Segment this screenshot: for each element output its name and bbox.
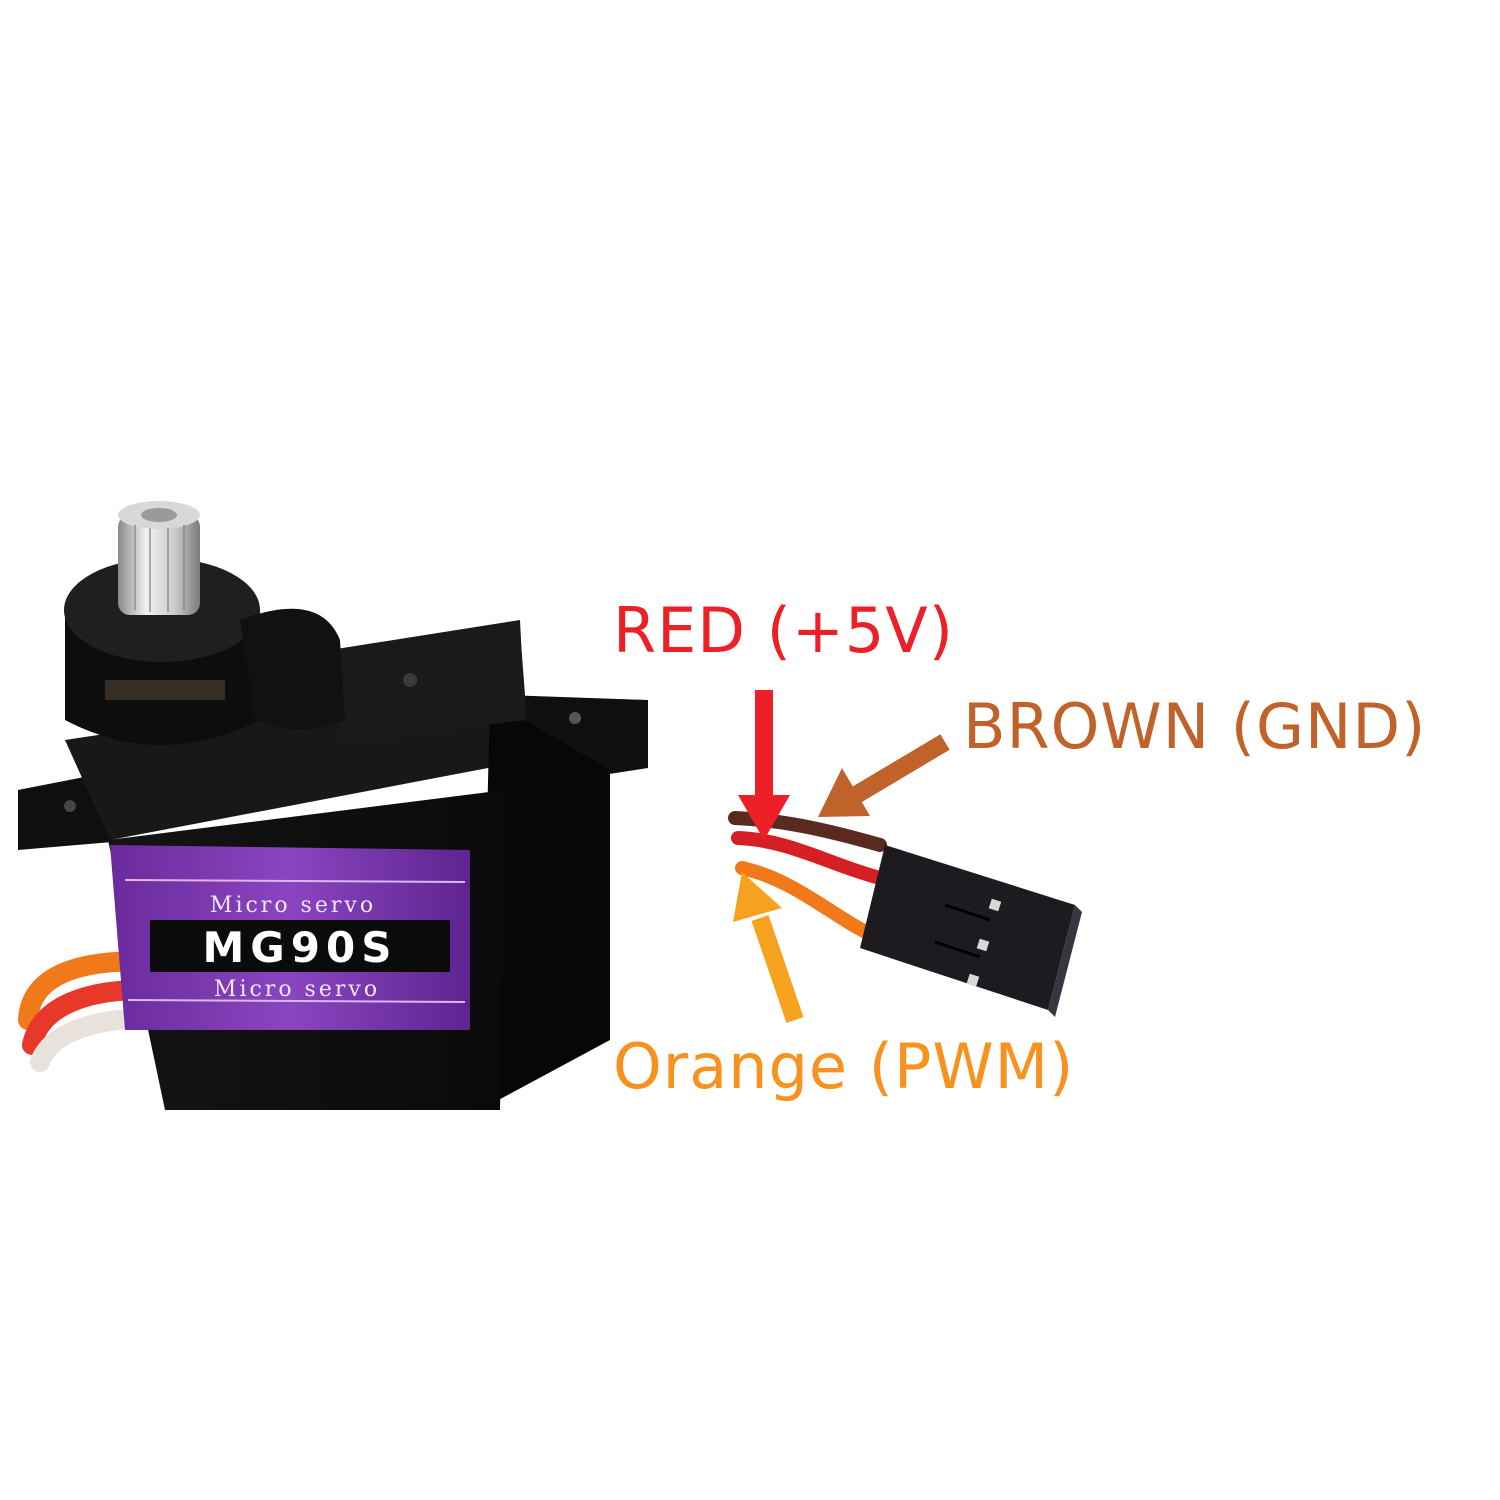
orange-wire [735, 861, 879, 942]
red-wire-label: RED (+5V) [613, 594, 954, 667]
dupont-connector [860, 845, 1082, 1017]
servo-motor: Micro servo MG90S Micro servo [18, 501, 648, 1110]
red-wire [731, 831, 887, 885]
orange-arrow [733, 872, 804, 1023]
label-bottom-text: Micro servo [214, 977, 380, 1002]
servo-top-block [330, 620, 525, 745]
red-arrow [738, 690, 790, 840]
brown-wire-label: BROWN (GND) [963, 690, 1427, 763]
servo-label: Micro servo MG90S Micro servo [110, 845, 470, 1030]
brown-arrow [818, 734, 950, 817]
servo-side-face [480, 700, 610, 1110]
servo-cable [728, 811, 887, 942]
orange-wire-label: Orange (PWM) [613, 1030, 1075, 1103]
output-shaft [118, 501, 200, 615]
output-gear-housing [64, 558, 345, 745]
label-top-text: Micro servo [210, 893, 376, 918]
brown-wire [728, 811, 887, 852]
top-hole [403, 673, 417, 687]
model-number: MG90S [203, 923, 398, 972]
